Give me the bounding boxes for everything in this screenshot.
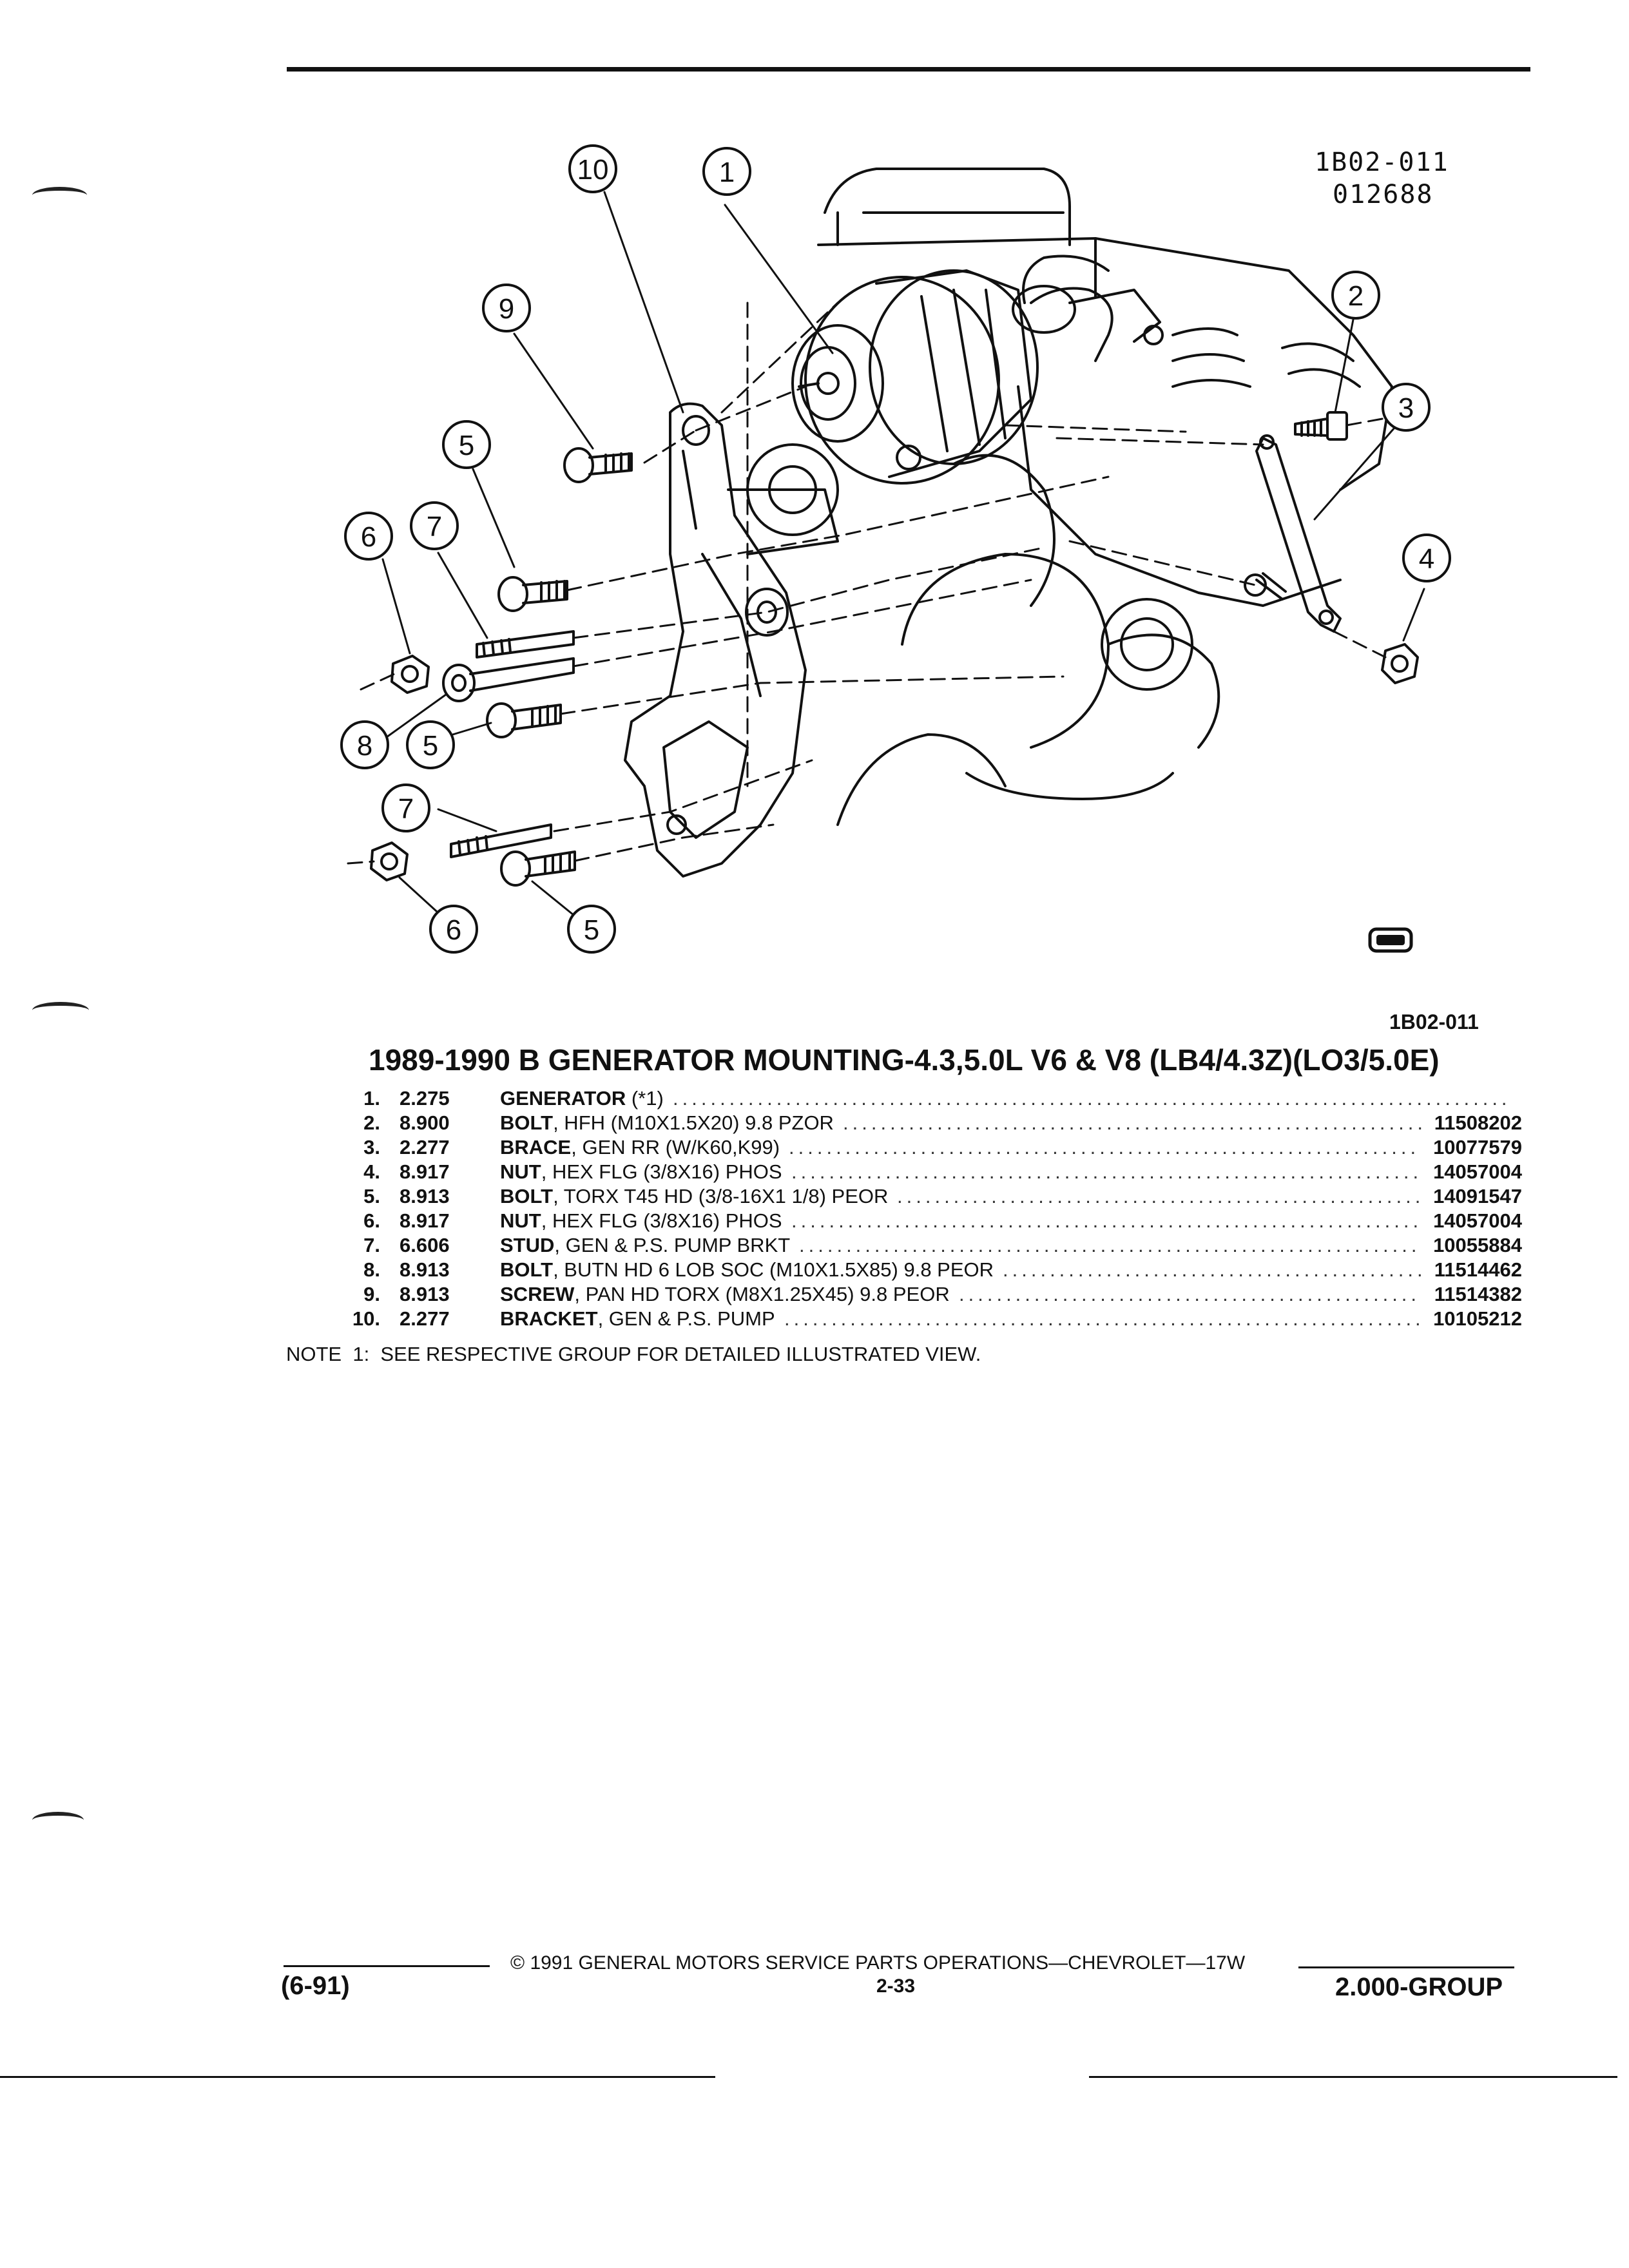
footer-rule-left [284,1965,490,1967]
footer-rule-right [1298,1966,1514,1968]
drawing-number: 012688 [1333,180,1434,209]
bottom-rule-left [0,2076,715,2078]
figure-code: 1B02-011 [1389,1010,1479,1033]
callout-8 [340,720,389,769]
svg-text:5: 5 [459,430,474,461]
stud-7-upper-illustration [476,630,575,658]
bolt-8-illustration [442,657,575,702]
leader-dots: ........................................… [843,1111,1422,1134]
page-number: 2-33 [876,1975,916,1997]
svg-text:3: 3 [1398,392,1414,424]
bolt-5-middle-illustration [486,702,562,738]
nut-6-lower-illustration [370,841,409,881]
callout-5-upper [442,420,491,469]
bracket-illustration [624,402,839,878]
leader-dots: ........................................… [791,1160,1420,1183]
callout-6-lower [429,905,478,954]
leader-dots: ........................................… [791,1209,1420,1232]
gm-logo [1368,927,1413,953]
stud-7-lower-illustration [450,823,552,858]
leader-dots: ........................................… [1003,1258,1422,1281]
callout-7-lower [381,783,430,832]
svg-text:8: 8 [357,730,372,762]
brace-illustration [1255,434,1342,633]
callout-7-upper [410,501,459,550]
callout-2 [1331,271,1380,320]
margin-mark [32,1002,89,1019]
margin-mark [32,187,87,204]
callout-1 [702,147,751,196]
svg-text:6: 6 [361,521,376,553]
top-rule [287,67,1530,72]
thermostat-housing [1012,285,1164,345]
bolt-5-lower-illustration [500,850,576,887]
svg-text:4: 4 [1419,543,1434,575]
nut-6-upper-illustration [390,655,430,694]
section-title: 1989-1990 B GENERATOR MOUNTING-4.3,5.0L … [369,1043,1440,1077]
callout-4 [1402,533,1451,582]
exploded-view-illustration: 10 1 9 5 7 6 2 3 4 8 5 7 6 5 [340,144,1451,954]
svg-text:2: 2 [1348,280,1364,312]
group-label: 2.000-GROUP [1335,1973,1503,2001]
note: NOTE 1: SEE RESPECTIVE GROUP FOR DETAILE… [286,1343,981,1365]
leader-dots: ........................................… [784,1307,1420,1330]
drawing-id: 1B02-011 [1315,148,1449,177]
copyright: © 1991 GENERAL MOTORS SERVICE PARTS OPER… [510,1952,1246,1974]
callout-10 [568,144,617,193]
svg-text:10: 10 [577,154,609,186]
svg-text:6: 6 [446,914,461,946]
callout-5-middle [406,720,455,769]
svg-text:9: 9 [499,293,514,325]
callout-6-upper [344,512,393,561]
leader-dots: ........................................… [673,1087,1509,1110]
bolt-2-illustration [1294,411,1348,441]
bolt-5-upper-illustration [497,576,568,612]
bottom-rule-right [1089,2076,1617,2078]
leader-dots: ........................................… [959,1283,1422,1305]
leader-dots: ........................................… [897,1185,1420,1207]
screw-9-illustration [563,447,633,483]
revision-date: (6-91) [281,1972,350,2000]
generator-illustration [791,269,1039,485]
callout-9 [482,284,531,332]
svg-text:7: 7 [398,793,414,825]
leader-dots: ........................................… [799,1234,1420,1256]
engine-block-outline [746,168,1393,826]
svg-text:5: 5 [423,730,438,762]
leader-dots: ........................................… [789,1136,1420,1158]
nut-4-illustration [1381,643,1419,684]
assembly-lines [347,302,1419,865]
svg-text:7: 7 [427,511,442,543]
callout-3 [1382,383,1431,432]
svg-text:1: 1 [719,157,735,188]
callout-5-lower [567,905,616,954]
svg-text:5: 5 [584,914,599,946]
margin-mark [32,1812,84,1829]
leader-lines [381,191,1425,919]
